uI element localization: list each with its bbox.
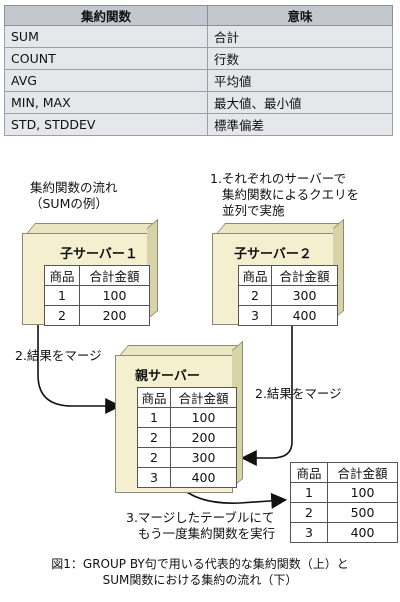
step3-line1: 3.マージしたテーブルにて	[126, 510, 275, 525]
server-title: 子サーバー２	[234, 247, 312, 262]
parent-table: 商品 合計金額 1 100 2 200 2 300 3 400	[137, 387, 237, 488]
col-total: 合計金額	[170, 387, 237, 408]
caption-line2: SUM関数における集約の流れ（下）	[102, 573, 298, 587]
caption-line1: 図1：GROUP BY句で用いる代表的な集約関数（上）と	[51, 557, 349, 571]
table-row: 2 200	[137, 427, 237, 448]
header-meaning: 意味	[207, 5, 393, 26]
meaning-cell: 最大値、最小値	[207, 91, 393, 114]
table-row: 1 100	[137, 407, 237, 428]
cell: 100	[327, 482, 398, 503]
table-header-row: 商品 合計金額	[290, 462, 398, 483]
aggregate-function-table: 集約関数 意味 SUM 合計 COUNT 行数 AVG 平均値 MIN, MAX…	[4, 5, 393, 136]
arrow-child1-to-parent	[37, 322, 122, 414]
table-row: 1 100	[44, 285, 150, 306]
step3-label: 3.マージしたテーブルにて もう一度集約関数を実行	[126, 510, 275, 542]
cell: 1	[290, 482, 328, 503]
table-row: 3 400	[238, 305, 338, 326]
meaning-cell: 行数	[207, 47, 393, 70]
cell: 300	[170, 447, 237, 468]
table-row: SUM 合計	[4, 25, 393, 48]
col-total: 合計金額	[327, 462, 398, 483]
function-cell: SUM	[4, 25, 208, 48]
flow-title-line2: （SUMの例）	[30, 196, 108, 211]
cell: 2	[44, 305, 80, 326]
server-title: 子サーバー１	[60, 247, 138, 262]
function-cell: MIN, MAX	[4, 91, 208, 114]
table-row: 1 100	[290, 482, 398, 503]
cell: 2	[137, 427, 171, 448]
cell: 3	[137, 467, 171, 488]
cell: 200	[170, 427, 237, 448]
cell: 500	[327, 502, 398, 523]
table-row: 2 200	[44, 305, 150, 326]
table-row: 3 400	[137, 467, 237, 488]
step1-line1: 1.それぞれのサーバーで	[210, 171, 347, 186]
cell: 100	[79, 285, 150, 306]
arrow-child2-to-parent	[240, 325, 293, 466]
header-function: 集約関数	[4, 5, 208, 26]
function-cell: AVG	[4, 69, 208, 92]
table-row: 2 300	[238, 285, 338, 306]
col-product: 商品	[238, 265, 272, 286]
table-row: 2 300	[137, 447, 237, 468]
cell: 1	[137, 407, 171, 428]
child1-table: 商品 合計金額 1 100 2 200	[44, 265, 150, 326]
col-product: 商品	[290, 462, 328, 483]
table-header-row: 商品 合計金額	[44, 265, 150, 286]
cell: 1	[44, 285, 80, 306]
table-row: MIN, MAX 最大値、最小値	[4, 91, 393, 114]
cell: 2	[137, 447, 171, 468]
meaning-cell: 標準偏差	[207, 113, 393, 136]
table-row: 2 500	[290, 502, 398, 523]
table-row: COUNT 行数	[4, 47, 393, 70]
table-header-row: 商品 合計金額	[137, 387, 237, 408]
col-product: 商品	[137, 387, 171, 408]
table-header-row: 集約関数 意味	[4, 5, 393, 26]
cell: 400	[271, 305, 338, 326]
table-row: STD, STDDEV 標準偏差	[4, 113, 393, 136]
function-cell: STD, STDDEV	[4, 113, 208, 136]
server-title: 親サーバー	[135, 369, 200, 384]
col-product: 商品	[44, 265, 80, 286]
flow-title: 集約関数の流れ （SUMの例）	[30, 180, 118, 212]
cell: 3	[238, 305, 272, 326]
step1-line2: 集約関数によるクエリを	[222, 187, 360, 202]
cell: 3	[290, 522, 328, 543]
step3-line2: もう一度集約関数を実行	[138, 526, 276, 541]
cell: 400	[327, 522, 398, 543]
cell: 2	[238, 285, 272, 306]
col-total: 合計金額	[271, 265, 338, 286]
table-header-row: 商品 合計金額	[238, 265, 338, 286]
cell: 200	[79, 305, 150, 326]
cell: 100	[170, 407, 237, 428]
table-row: 3 400	[290, 522, 398, 543]
step2-left-label: 2.結果をマージ	[15, 348, 102, 363]
child2-table: 商品 合計金額 2 300 3 400	[238, 265, 338, 326]
cell: 400	[170, 467, 237, 488]
flow-title-line1: 集約関数の流れ	[30, 180, 118, 195]
cell: 2	[290, 502, 328, 523]
step2-right-label: 2.結果をマージ	[255, 386, 342, 401]
cell: 300	[271, 285, 338, 306]
figure-caption: 図1：GROUP BY句で用いる代表的な集約関数（上）と SUM関数における集約…	[0, 556, 400, 588]
function-cell: COUNT	[4, 47, 208, 70]
result-table: 商品 合計金額 1 100 2 500 3 400	[290, 462, 398, 543]
step1-line3: 並列で実施	[222, 203, 285, 218]
step1-label: 1.それぞれのサーバーで 集約関数によるクエリを 並列で実施	[210, 171, 359, 219]
col-total: 合計金額	[79, 265, 150, 286]
